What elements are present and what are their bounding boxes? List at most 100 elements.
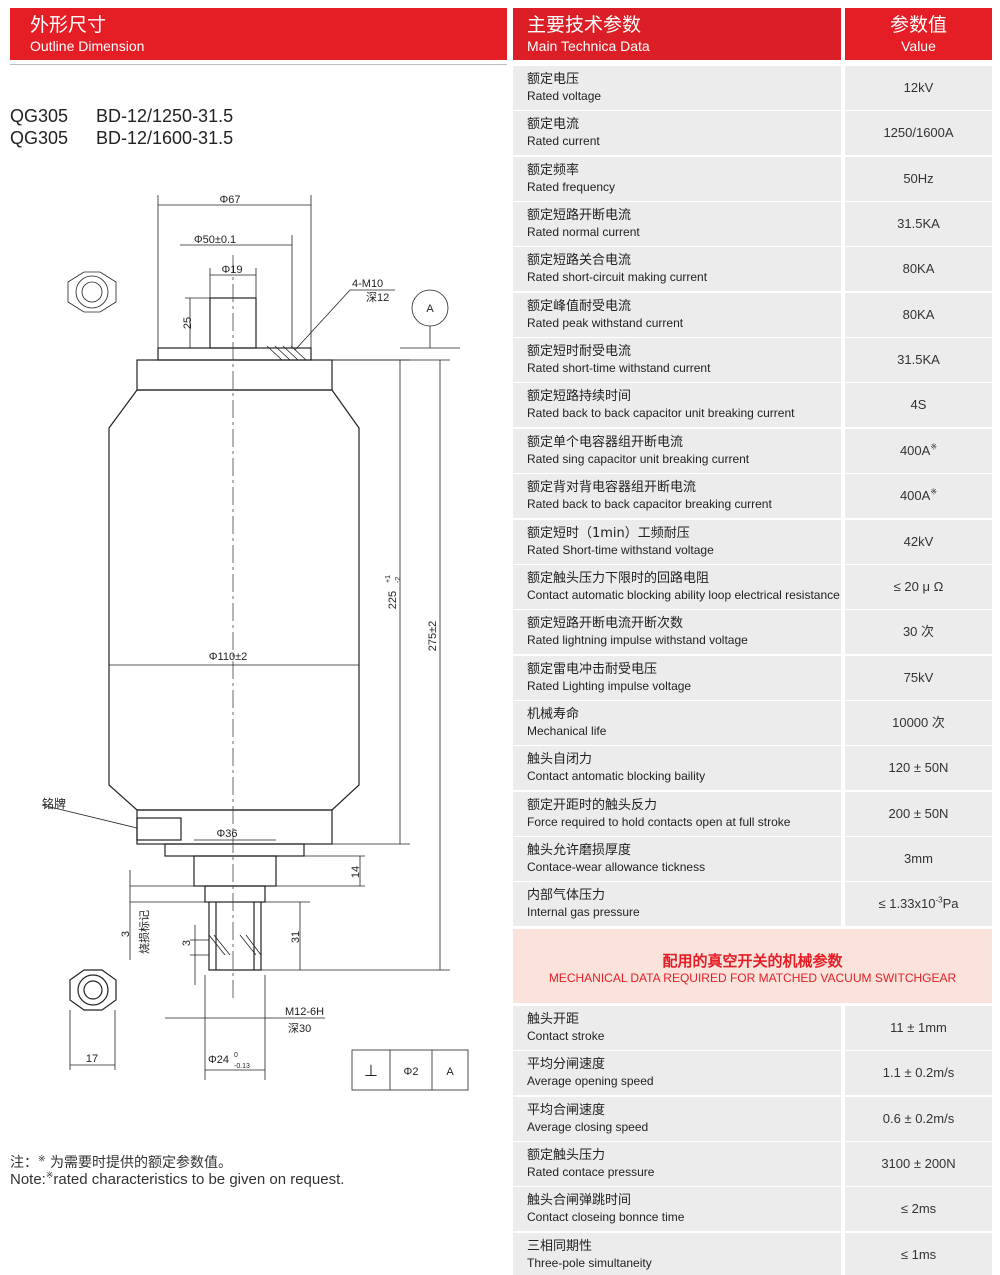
param-value: 12kV: [903, 80, 934, 95]
header-title-en: Value: [901, 38, 936, 54]
nameplate-label: 铭牌: [42, 796, 66, 811]
moving-stem: [208, 902, 262, 971]
param-value: ≤ 1.33x10: [878, 896, 936, 912]
param-name-en: Rated current: [527, 134, 600, 149]
param-name-cn: 触头自闭力: [527, 752, 593, 768]
perpendicularity-tolerance: Φ2: [404, 1066, 419, 1078]
param-name-cn: 三相同期性: [527, 1238, 593, 1254]
note-cn: 注：※ 为需要时提供的额定参数值。: [10, 1152, 232, 1172]
value-header: 参数值 Value: [845, 8, 992, 60]
dim-phi67: Φ67: [219, 194, 240, 206]
param-value-cell: 75kV: [845, 655, 992, 700]
mech-title-cn: 配用的真空开关的机械参数: [662, 952, 843, 970]
param-value: 42kV: [903, 533, 934, 549]
header-title-en: Outline Dimension: [30, 38, 145, 54]
param-name-cn: 触头允许磨损厚度: [527, 842, 632, 858]
param-value-cell: 50Hz: [845, 156, 992, 201]
dim-275: 275±2: [427, 621, 439, 652]
param-name-cn: 额定短路开断电流: [527, 208, 632, 224]
param-name-en: Rated lightning impulse withstand voltag…: [527, 633, 748, 648]
note-prefix: 注：: [10, 1155, 38, 1171]
param-name-cn: 额定背对背电容器组开断电流: [527, 480, 697, 496]
param-name-en: Average closing speed: [527, 1119, 649, 1134]
header-title-cn: 参数值: [889, 14, 947, 36]
param-name-en: Contact stroke: [527, 1029, 605, 1043]
param-value-cell: 1250/1600A: [845, 111, 992, 156]
dim-phi24: Φ24: [208, 1054, 229, 1066]
thread-spec: 4-M10: [352, 278, 383, 290]
perpendicularity-datum: A: [446, 1066, 454, 1078]
param-name-en: Rated frequency: [527, 179, 616, 194]
stem-collar: [204, 885, 266, 903]
param-value: 120 ± 50N: [888, 760, 949, 776]
param-name-en: Average opening speed: [527, 1074, 654, 1089]
param-value-cell: 400A※: [845, 474, 992, 519]
param-value: 200 ± 50N: [888, 805, 949, 821]
param-value-cell: ≤ 2ms: [845, 1187, 992, 1232]
thread-m12: M12-6H: [285, 1006, 324, 1018]
param-name-en: Contact automatic blocking ability loop …: [527, 587, 840, 602]
dim-17: 17: [86, 1053, 98, 1065]
param-name-cn: 触头开距: [527, 1012, 580, 1027]
param-value: 1250/1600A: [883, 125, 954, 141]
param-value: ≤ 1ms: [900, 1246, 937, 1262]
model-code: BD-12/1600-31.5: [96, 128, 234, 148]
note-mark: ※: [38, 1154, 46, 1165]
param-value-cell: 31.5KA: [845, 202, 992, 247]
tol-24-upper: 0: [234, 1052, 238, 1059]
note-prefix: Note:: [10, 1171, 46, 1188]
param-name-cn: 内部气体压力: [527, 888, 606, 904]
param-value: 400A: [899, 442, 931, 458]
param-name-cn: 额定开距时的触头反力: [527, 797, 658, 813]
param-value-cell: 11 ± 1mm: [845, 1006, 992, 1050]
dim-14: 14: [350, 866, 362, 878]
model-prefix: QG305: [10, 128, 69, 148]
nut-view: [69, 969, 117, 1011]
param-value-cell: 3100 ± 200N: [845, 1141, 992, 1186]
param-name-cn: 额定短时（1min）工频耐压: [527, 525, 690, 541]
param-value-cell: 80KA: [845, 292, 992, 337]
technical-data-header: 主要技术参数 Main Technica Data: [513, 8, 841, 60]
param-value: 3mm: [904, 850, 933, 866]
param-name-cn: 机械寿命: [527, 706, 580, 722]
param-name-en: Force required to hold contacts open at …: [527, 814, 791, 829]
perpendicularity-symbol: ⊥: [364, 1063, 378, 1080]
param-name-cn: 额定短路持续时间: [527, 389, 632, 405]
param-value-unit: Pa: [942, 896, 959, 912]
param-value-cell: 80KA: [845, 247, 992, 292]
param-value-cell: 1.1 ± 0.2m/s: [845, 1051, 992, 1096]
param-value: 11 ± 1mm: [890, 1020, 947, 1035]
param-name-cn: 额定雷电冲击耐受电压: [527, 661, 658, 677]
param-value-cell: 30 次: [845, 610, 992, 655]
param-value: 10000 次: [892, 714, 945, 730]
param-name-cn: 额定短路开断电流开断次数: [527, 616, 684, 632]
param-value: 30 次: [902, 624, 935, 640]
note-text: rated characteristics to be given on req…: [53, 1171, 345, 1188]
model-prefix: QG305: [10, 106, 69, 126]
param-value-cell: 31.5KA: [845, 338, 992, 383]
param-value-cell: 400A※: [845, 428, 992, 473]
param-name-en: Contact antomatic blocking baility: [527, 769, 706, 784]
param-value: 400A: [899, 488, 931, 504]
param-name-en: Contace-wear allowance tickness: [527, 859, 706, 874]
param-name-cn: 额定单个电容器组开断电流: [527, 434, 684, 450]
